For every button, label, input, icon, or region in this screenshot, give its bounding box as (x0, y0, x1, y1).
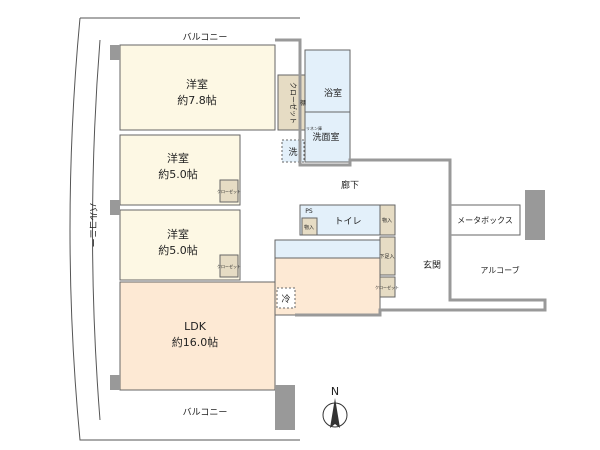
ldk-name: LDK (184, 320, 207, 333)
room-washroom (304, 111, 351, 163)
closet-small-1-label: クローゼット (217, 188, 241, 194)
storage-2-label: 物入 (382, 217, 392, 224)
closet-small-2-label: クローゼット (217, 263, 241, 269)
shelf-label: 棚 (300, 99, 306, 107)
balcony-top-label: バルコニー (183, 32, 228, 43)
closet-main-label: クローゼット (289, 82, 298, 124)
hallway-label: 廊下 (341, 179, 359, 191)
entrance-label: 玄関 (423, 259, 441, 271)
linen-label: リネン庫 (306, 125, 322, 131)
alcove-label: アルコーブ (480, 265, 519, 275)
compass-label: N (331, 385, 339, 398)
kitchen-counter (274, 239, 381, 259)
balcony-outline (69, 17, 300, 441)
closet-entrance (379, 276, 396, 298)
room-western-1 (119, 44, 276, 131)
fridge-space (276, 287, 296, 309)
shoe-storage (379, 236, 396, 276)
bath-label: 浴室 (324, 87, 342, 99)
balcony-left-label: バルコニー (87, 203, 98, 248)
room-bath (304, 49, 351, 113)
fridge-label: 冷 (281, 293, 290, 305)
western1-name: 洋室 (186, 77, 208, 91)
compass: N (322, 385, 348, 428)
storage-1-label: 物入 (304, 224, 314, 231)
shoe-storage-label: 下足入 (379, 254, 394, 260)
meter-box-label: メータボックス (457, 216, 513, 225)
room-ldk (119, 281, 276, 391)
closet-small-2 (219, 254, 239, 278)
toilet-label: トイレ (334, 217, 361, 227)
western2-size: 約5.0帖 (158, 167, 198, 181)
storage-1 (301, 217, 318, 236)
western3-name: 洋室 (167, 227, 189, 241)
meter-box (449, 204, 521, 236)
walls (275, 38, 547, 317)
north-arrow-icon (330, 398, 340, 428)
closet-small-1 (219, 179, 239, 203)
washer-label: 洗 (288, 146, 297, 158)
washroom-label: 洗面室 (312, 131, 339, 143)
closet-small-3-label: クローゼット (375, 284, 399, 290)
ps-label: PS (305, 208, 313, 215)
western1-size: 約7.8帖 (177, 93, 217, 107)
balcony-bottom-label: バルコニー (183, 407, 228, 418)
western3-size: 約5.0帖 (158, 243, 198, 257)
storage-2 (379, 204, 396, 236)
western2-name: 洋室 (167, 151, 189, 165)
ldk-size: 約16.0帖 (172, 335, 219, 349)
